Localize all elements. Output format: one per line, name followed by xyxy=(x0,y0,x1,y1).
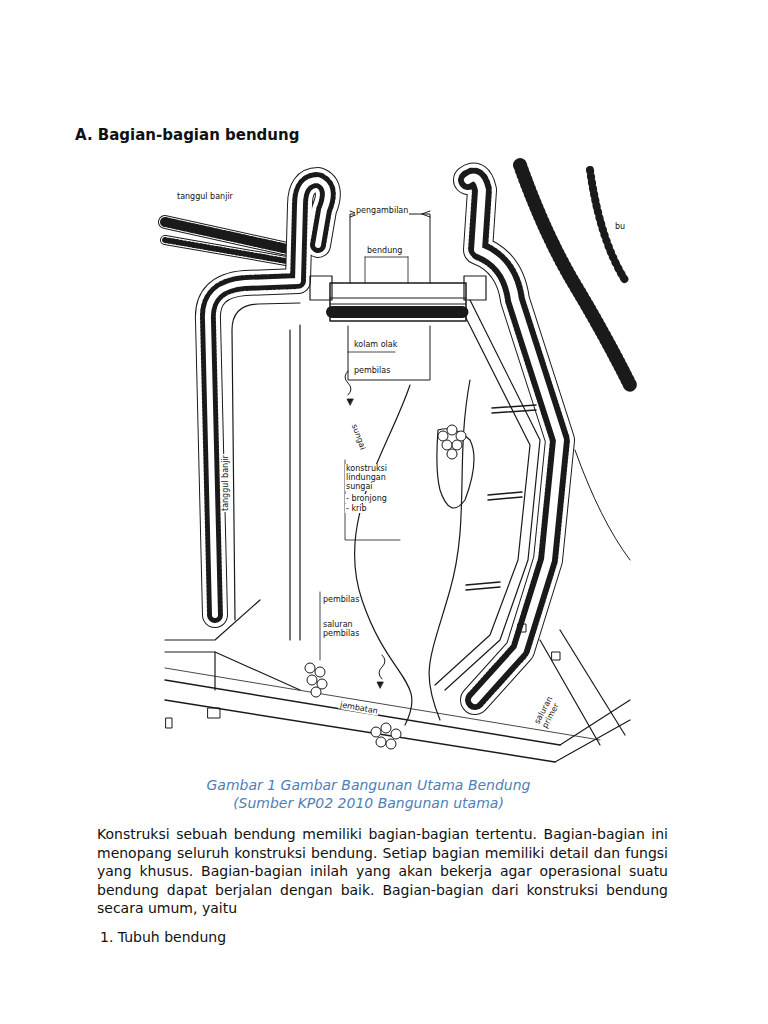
list-item: 1. Tubuh bendung xyxy=(100,929,226,945)
part-label: saluran primer xyxy=(532,694,563,730)
part-label: - bronjong xyxy=(345,494,388,503)
body-paragraph: Konstruksi sebuah bendung memiliki bagia… xyxy=(97,825,668,918)
part-label: pembilas xyxy=(353,366,391,375)
part-label: konstruksi lindungan sungai xyxy=(345,464,388,491)
section-heading: A. Bagian-bagian bendung xyxy=(75,126,299,144)
part-label: bu xyxy=(614,222,626,231)
part-label: - krib xyxy=(345,504,368,513)
part-label: tanggul banjir xyxy=(221,454,230,512)
part-label: bendung xyxy=(366,246,403,255)
part-label: tanggul banjir xyxy=(176,192,234,201)
figure-caption: Gambar 1 Gambar Bangunan Utama Bendung (… xyxy=(196,776,541,812)
part-label: pengambilan xyxy=(355,206,409,215)
part-label: saluran pembilas xyxy=(322,620,360,638)
part-label: sungai xyxy=(350,422,368,452)
part-label: kolam olak xyxy=(353,340,398,349)
part-label: pembilas xyxy=(322,595,360,604)
